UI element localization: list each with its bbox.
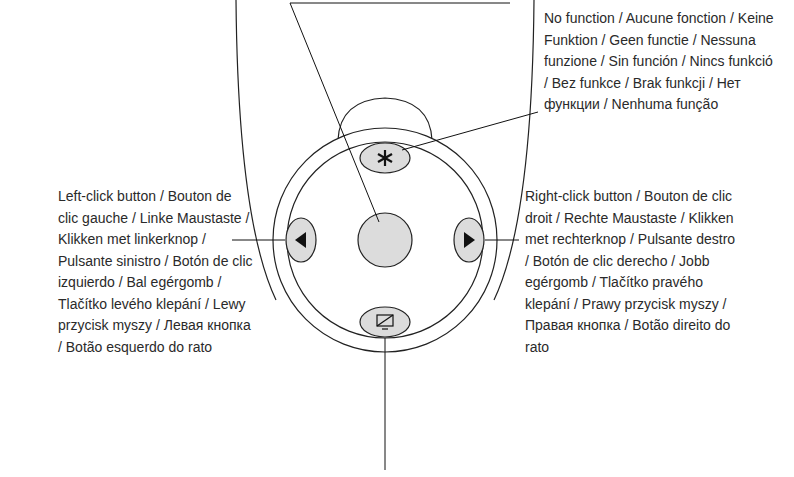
left-button [286, 218, 316, 262]
callout-label: Left-click button / Bouton de clic gauch… [58, 186, 254, 358]
leader-line [402, 112, 538, 150]
leader-line [290, 3, 510, 222]
leader-line [232, 240, 285, 241]
left-arrow [295, 232, 306, 248]
pad-inner-ring [287, 142, 483, 338]
star-symbol [378, 150, 392, 166]
center-button [358, 213, 412, 267]
pad-ring [273, 128, 497, 352]
callout-label: Right-click button / Bouton de clic droi… [525, 186, 741, 358]
leader-line [385, 338, 386, 470]
star-button [360, 143, 410, 173]
callout-label: No function / Aucune fonction / Keine Fu… [544, 8, 780, 116]
screen-symbol [377, 315, 393, 329]
leader-line [485, 240, 519, 241]
right-arrow [464, 232, 475, 248]
screen-button [360, 307, 410, 337]
right-button [454, 218, 484, 262]
